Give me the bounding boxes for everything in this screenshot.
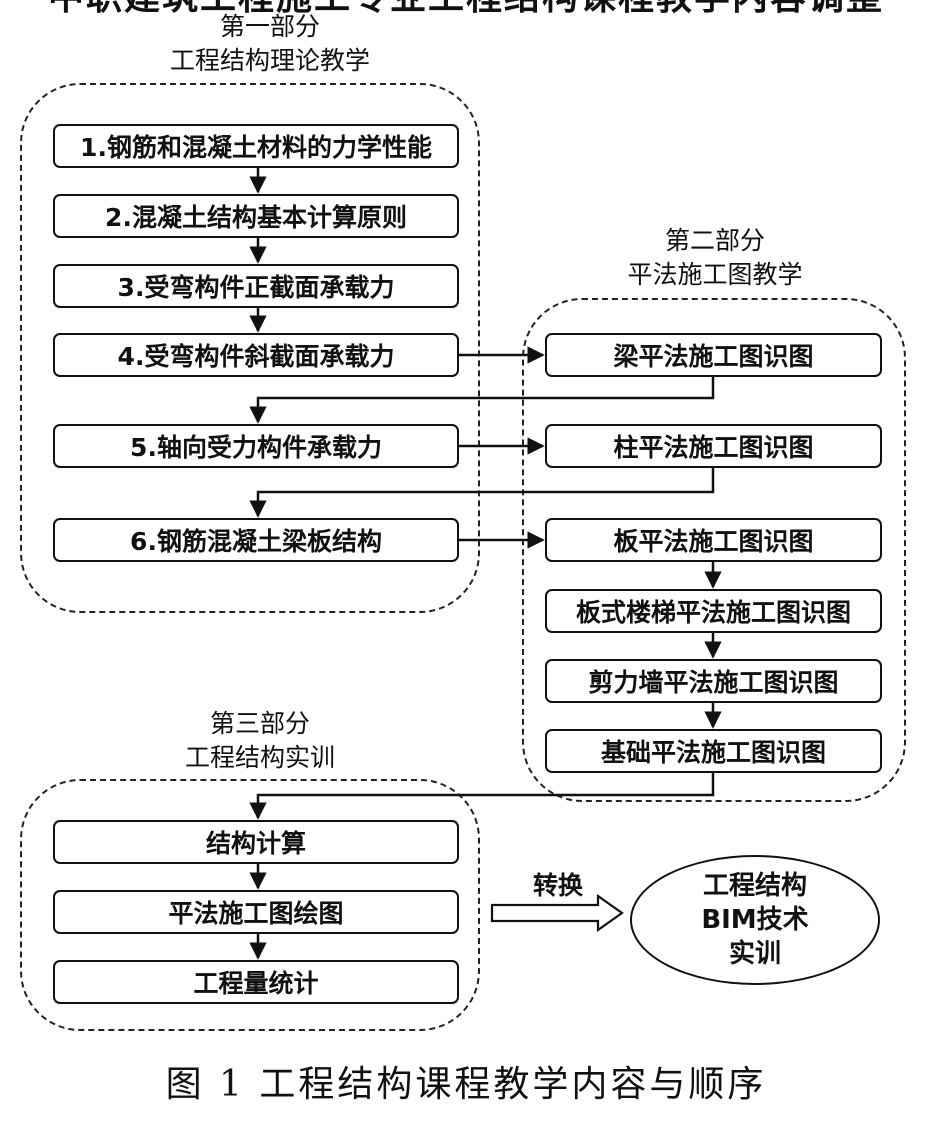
part1-step-1: 1.钢筋和混凝土材料的力学性能 <box>53 124 459 168</box>
part2-step-3: 板平法施工图识图 <box>545 518 882 562</box>
part3-subtitle: 工程结构实训 <box>184 743 335 772</box>
figure-caption: 图 1 工程结构课程教学内容与顺序 <box>165 1064 767 1105</box>
part1-step-2: 2.混凝土结构基本计算原则 <box>53 194 459 238</box>
part2-subtitle: 平法施工图教学 <box>627 260 803 289</box>
part3-group <box>20 779 480 1031</box>
part1-subtitle: 工程结构理论教学 <box>169 46 370 75</box>
part2-title: 第二部分 <box>664 226 765 255</box>
bim-line-1: 工程结构 <box>702 871 807 901</box>
part2-step-6: 基础平法施工图识图 <box>545 729 882 773</box>
part1-group <box>20 83 480 613</box>
part1-title: 第一部分 <box>219 12 320 41</box>
part2-step-2: 柱平法施工图识图 <box>545 424 882 468</box>
convert-label: 转换 <box>533 871 584 900</box>
part3-step-2: 平法施工图绘图 <box>53 890 459 934</box>
bim-training-ellipse: 工程结构 BIM技术 实训 <box>630 855 880 985</box>
part1-step-4: 4.受弯构件斜截面承载力 <box>53 333 459 377</box>
bim-line-3: 实训 <box>728 939 781 969</box>
clipped-top-title: 中职建筑工程施工专业工程结构课程教学内容调整 <box>0 0 932 18</box>
part2-group <box>522 298 906 802</box>
convert-hollow-arrow <box>490 893 624 933</box>
part3-step-1: 结构计算 <box>53 820 459 864</box>
part1-step-3: 3.受弯构件正截面承载力 <box>53 264 459 308</box>
part3-title: 第三部分 <box>209 709 310 738</box>
part3-step-3: 工程量统计 <box>53 960 459 1004</box>
part1-step-6: 6.钢筋混凝土梁板结构 <box>53 518 459 562</box>
arrow-p2-1-to-p1-5 <box>249 377 715 424</box>
part2-step-4: 板式楼梯平法施工图识图 <box>545 589 882 633</box>
part2-step-5: 剪力墙平法施工图识图 <box>545 659 882 703</box>
part1-step-5: 5.轴向受力构件承载力 <box>53 424 459 468</box>
bim-line-2: BIM技术 <box>701 905 809 935</box>
arrow-p2-2-to-p1-6 <box>249 468 715 518</box>
part2-step-1: 梁平法施工图识图 <box>545 333 882 377</box>
arrow-p2-6-to-p3-1 <box>249 773 715 820</box>
